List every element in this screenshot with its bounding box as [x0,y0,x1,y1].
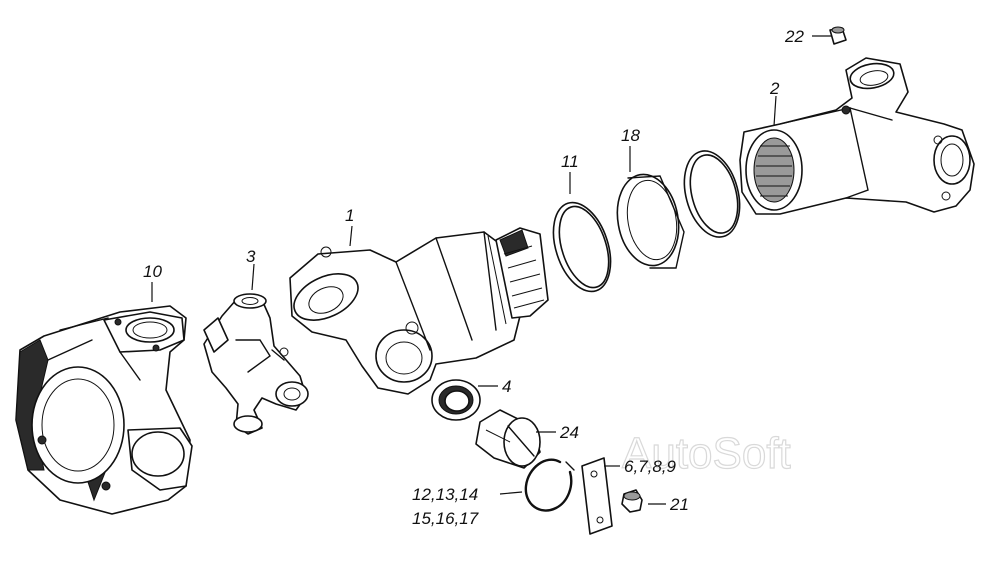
part-21-bolt [621,489,643,513]
callout-22: 22 [784,27,804,46]
part-2-sleeve-yoke [739,57,975,215]
callout-4: 4 [502,377,511,396]
part-22-grease-nipple [829,26,847,45]
callout-18: 18 [621,126,640,145]
callout-1: 1 [345,206,354,225]
part-circlip [524,458,575,512]
part-4-seal [431,379,481,421]
part-10-flange-yoke [15,305,193,515]
callout-11: 11 [561,152,579,171]
callout-12-13-14: 12,13,14 [412,485,478,504]
part-24-bushing [475,409,541,469]
part-1-slip-yoke [289,227,549,395]
callout-10: 10 [143,262,162,281]
part-11-o-ring [552,201,612,293]
callout-24: 24 [559,423,579,442]
part-3-cross-spider [203,293,309,435]
leader-lines [151,35,832,505]
part-18-ring [616,173,685,269]
callout-15-16-17: 15,16,17 [412,509,479,528]
part-o-ring-right [683,150,741,238]
callout-21: 21 [669,495,689,514]
callout-2: 2 [769,79,780,98]
watermark-text: AutoSoft [622,429,791,478]
callout-3: 3 [246,247,256,266]
callout-6-7-8-9: 6,7,8,9 [624,457,677,476]
part-plate [581,457,613,535]
